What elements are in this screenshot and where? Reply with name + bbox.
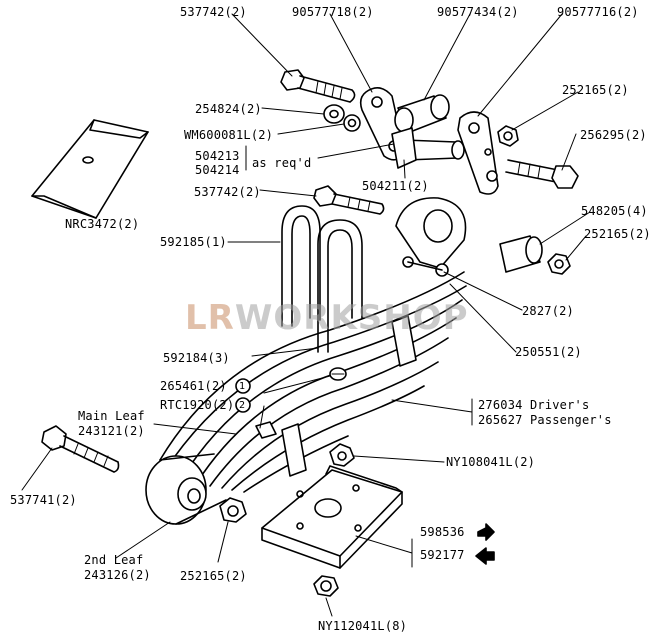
label-ny112041l: NY112041L(8) — [318, 619, 408, 633]
callout-number-2: 2 — [239, 400, 246, 411]
bush-548205 — [499, 235, 543, 273]
label-504211: 504211(2) — [362, 179, 429, 193]
bolt-2827 — [402, 256, 449, 277]
label-2827: 2827(2) — [522, 304, 574, 318]
center-bolt-265461 — [329, 367, 347, 381]
label-592185: 592185(1) — [160, 235, 227, 249]
bolt-537741 — [41, 425, 120, 473]
label-592177: 592177 — [420, 548, 465, 562]
bolt-256295 — [505, 159, 579, 189]
label-504213: 504213 — [195, 149, 240, 163]
base-plate — [261, 465, 403, 569]
leader-lines — [21, 13, 591, 617]
u-bolt-592185 — [281, 205, 363, 353]
label-90577716: 90577716(2) — [557, 5, 639, 19]
label-243126: 243126(2) — [84, 568, 151, 582]
label-90577718: 90577718(2) — [292, 5, 374, 19]
spring-eye-left — [145, 453, 227, 525]
watermark-logo: LRWORKSHOP — [185, 298, 469, 338]
washer-254824 — [323, 104, 345, 124]
nut-252165-bottom — [219, 497, 247, 523]
label-592184: 592184(3) — [163, 351, 230, 365]
nut-wm600081l — [343, 114, 361, 132]
label-548205: 548205(4) — [581, 204, 648, 218]
spring-clip-3 — [255, 421, 277, 439]
label-rtc1920: RTC1920(2) — [160, 398, 235, 412]
label-2nd-leaf: 2nd Leaf — [84, 553, 144, 567]
label-nrc3472: NRC3472(2) — [65, 217, 140, 231]
label-243121: 243121(2) — [78, 424, 145, 438]
label-wm600081l: WM600081L(2) — [184, 128, 274, 142]
arrow-left-icon — [475, 547, 495, 565]
nut-252165-mid — [547, 253, 571, 275]
plate-504211 — [391, 127, 417, 169]
label-252165-mid: 252165(2) — [584, 227, 651, 241]
label-265627-passengers: 265627 Passenger's — [478, 413, 612, 427]
spring-eye-right — [395, 197, 467, 269]
label-ny108041l: NY108041L(2) — [446, 455, 536, 469]
spring-clip-2 — [281, 423, 307, 477]
nut-ny108041l — [329, 443, 355, 467]
label-276034-drivers: 276034 Driver's — [478, 398, 590, 412]
label-598536: 598536 — [420, 525, 465, 539]
label-250551: 250551(2) — [515, 345, 582, 359]
nut-ny112041l — [313, 575, 339, 597]
nut-252165-top — [497, 125, 519, 147]
bush-90577434 — [394, 94, 450, 133]
bolt-537742-mid — [313, 185, 385, 215]
label-504214: 504214 — [195, 163, 240, 177]
label-265461: 265461(2) — [160, 379, 227, 393]
bracket-nrc3472 — [31, 119, 149, 219]
label-537742-top: 537742(2) — [180, 5, 247, 19]
callout-circles — [235, 378, 251, 413]
label-90577434: 90577434(2) — [437, 5, 519, 19]
label-252165-top: 252165(2) — [562, 83, 629, 97]
arrow-right-icon — [477, 523, 495, 541]
label-537741: 537741(2) — [10, 493, 77, 507]
label-256295: 256295(2) — [580, 128, 647, 142]
spring-clip-1 — [391, 315, 417, 367]
label-537742-mid: 537742(2) — [194, 185, 261, 199]
callout-number-1: 1 — [239, 381, 246, 392]
label-as-reqd: as req'd — [252, 156, 312, 170]
bolt-537742-top — [280, 69, 356, 103]
label-252165-bottom: 252165(2) — [180, 569, 247, 583]
label-main-leaf: Main Leaf — [78, 409, 145, 423]
label-254824: 254824(2) — [195, 102, 262, 116]
shackle-plate-right — [457, 111, 499, 195]
